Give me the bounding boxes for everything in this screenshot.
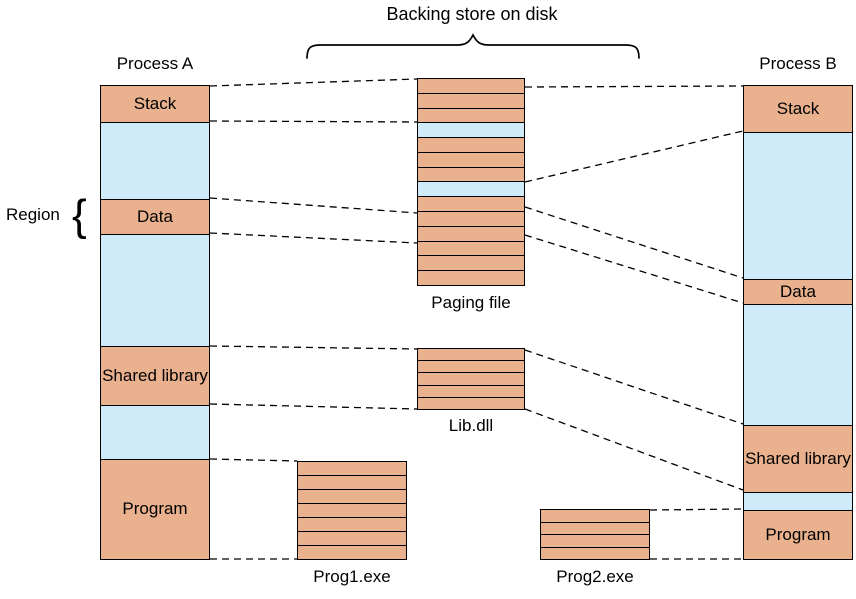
process-b-label: Process B (759, 54, 837, 73)
process-a-label: Process A (116, 54, 194, 73)
region-brace: { (72, 191, 87, 240)
disk-stripe-tan (418, 79, 524, 93)
disk-stripe-tan (418, 151, 524, 167)
disk-stripe-tan (418, 396, 524, 410)
process-a-free-region (101, 405, 209, 459)
disk-stripe-tan (418, 240, 524, 256)
prog1-exe-label: Prog1.exe (313, 567, 391, 586)
disk-stripe-blue (418, 181, 524, 197)
process-a-free-region (101, 122, 209, 199)
process-b-data-segment: Data (744, 279, 852, 304)
disk-stripe-tan (418, 137, 524, 152)
paging-file-box (417, 78, 525, 286)
prog2-exe-label: Prog2.exe (556, 567, 634, 586)
disk-stripe-tan (298, 531, 406, 545)
disk-stripe-tan (418, 255, 524, 271)
process-a-free-region (101, 234, 209, 346)
process-b-free-region (744, 304, 852, 425)
disk-stripe-tan (418, 372, 524, 385)
disk-stripe-tan (541, 521, 649, 534)
process-b-stack-segment: Stack (744, 86, 852, 132)
process-b-free-region (744, 132, 852, 279)
process-a-program-segment: Program (101, 459, 209, 559)
disk-stripe-tan (418, 349, 524, 361)
prog1-exe-box (297, 461, 407, 560)
disk-stripe-tan (418, 384, 524, 397)
disk-stripe-tan (298, 503, 406, 517)
disk-stripe-tan (298, 489, 406, 503)
region-label: Region (6, 205, 60, 224)
process-b-program-segment: Program (744, 510, 852, 559)
process-a-data-segment: Data (101, 199, 209, 234)
process-b-bar: Stack Data Shared library Program (743, 85, 853, 560)
disk-stripe-tan (418, 196, 524, 212)
disk-stripe-tan (541, 546, 649, 559)
disk-stripe-tan (418, 107, 524, 123)
disk-stripe-tan (298, 545, 406, 559)
disk-stripe-tan (418, 166, 524, 182)
disk-stripe-tan (541, 534, 649, 547)
lib-dll-box (417, 348, 525, 410)
disk-stripe-tan (418, 270, 524, 285)
process-a-shared-library-segment: Shared library (101, 346, 209, 405)
diagram-title: Backing store on disk (386, 4, 558, 24)
disk-stripe-tan (298, 517, 406, 531)
disk-stripe-tan (298, 462, 406, 475)
process-b-shared-library-segment: Shared library (744, 425, 852, 492)
disk-stripe-tan (418, 211, 524, 226)
process-b-free-region (744, 492, 852, 510)
disk-stripe-tan (418, 360, 524, 373)
disk-stripe-tan (418, 92, 524, 108)
disk-stripe-tan (298, 475, 406, 489)
lib-dll-label: Lib.dll (448, 416, 494, 435)
backing-store-brace (306, 33, 640, 59)
paging-file-label: Paging file (431, 293, 511, 312)
process-a-bar: Stack Data Shared library Program (100, 85, 210, 560)
disk-stripe-tan (541, 510, 649, 522)
disk-stripe-tan (418, 225, 524, 241)
process-a-stack-segment: Stack (101, 86, 209, 122)
disk-stripe-blue (418, 122, 524, 138)
prog2-exe-box (540, 509, 650, 560)
